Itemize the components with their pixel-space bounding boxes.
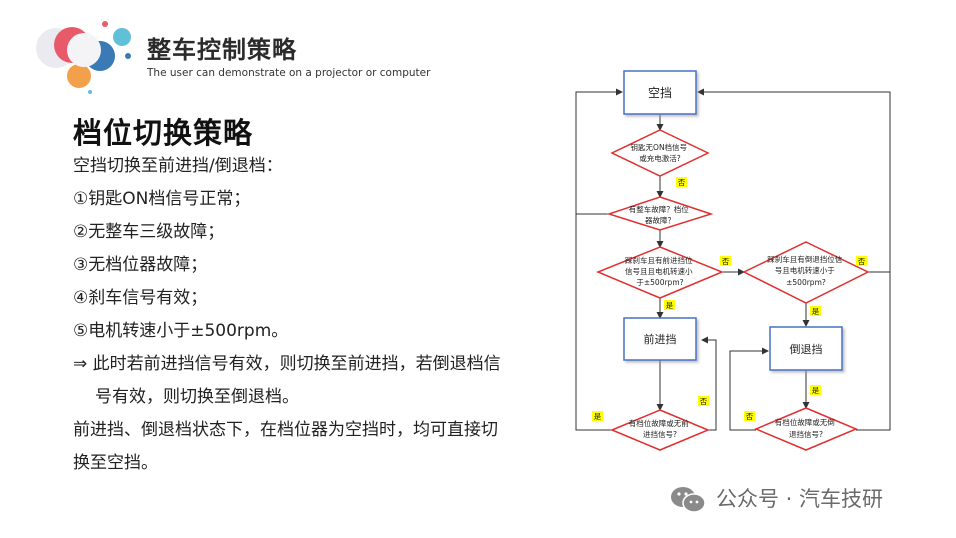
svg-text:是: 是 [812,386,820,395]
logo [36,21,131,94]
strategy-text: 空挡切换至前进挡/倒退档： ①钥匙ON档信号正常； ②无整车三级故障； ③无档位… [73,150,548,480]
section-title: 档位切换策略 [73,116,254,150]
svg-text:是: 是 [666,301,674,310]
svg-text:是: 是 [594,412,602,421]
yes-no-labels: 否 否 是 否 是 是 是 否 否 [592,177,867,421]
svg-text:否: 否 [700,397,708,406]
text-line: 前进挡、倒退档状态下，在档位器为空挡时，均可直接切 [73,420,498,440]
reverse-label: 倒退挡 [790,342,823,356]
page-subtitle: The user can demonstrate on a projector … [147,67,431,79]
svg-text:钥匙无ON档信号 或充电激活?: 钥匙无ON档信号 或充电激活? [631,142,690,163]
svg-text:否: 否 [722,257,730,266]
neutral-box [623,70,697,115]
svg-text:否: 否 [858,257,866,266]
svg-text:踩刹车且有前进挡位 信号且且电机转速小 于±: 踩刹车且有前进挡位 信号且且电机转速小 于±500rpm? [625,255,695,287]
text-line: ④刹车信号有效； [73,288,208,308]
key-check-diamond [610,129,710,177]
forward-box [623,317,697,361]
forward-label: 前进挡 [644,332,677,346]
svg-text:是: 是 [812,307,820,316]
text-line: ②无整车三级故障； [73,222,225,242]
svg-text:否: 否 [678,178,686,187]
svg-text:踩刹车且有倒退挡位信 号且电机转速小于 ±5: 踩刹车且有倒退挡位信 号且电机转速小于 ±500rpm? [767,254,844,287]
svg-text:有档位故障或无前 进挡信号?: 有档位故障或无前 进挡信号? [629,418,691,439]
reverse-check-diamond [742,241,870,304]
wechat-icon [671,487,706,513]
text-line: ①钥匙ON档信号正常； [73,189,251,209]
forward-check-diamond [596,246,724,299]
svg-text:否: 否 [746,412,754,421]
text-line: ⑤电机转速小于±500rpm。 [73,321,289,341]
text-line: 换至空挡。 [73,453,158,473]
watermark-text: 公众号 · 汽车技研 [716,487,884,511]
text-line: 空挡切换至前进挡/倒退档： [73,156,283,176]
reverse-box [769,326,843,371]
page-title: 整车控制策略 [147,36,297,64]
fault-check-diamond [606,196,714,231]
reverse-exit-diamond [754,407,858,451]
svg-text:有档位故障或无倒 退挡信号?: 有档位故障或无倒 退挡信号? [775,417,837,439]
text-line: 号有效，则切换至倒退档。 [95,387,299,407]
neutral-label: 空挡 [648,86,672,100]
forward-exit-diamond [610,409,710,451]
svg-text:有整车故障？档位 器故障？: 有整车故障？档位 器故障？ [629,204,691,225]
text-line: ③无档位器故障； [73,255,208,275]
text-line: ⇒ 此时若前进挡信号有效，则切换至前进挡，若倒退档信 [73,354,501,374]
flowchart: 空挡 钥匙无ON档信号 或充电激活? 有整车故障？档位 器故障？ 踩刹车且有前进… [575,70,891,451]
